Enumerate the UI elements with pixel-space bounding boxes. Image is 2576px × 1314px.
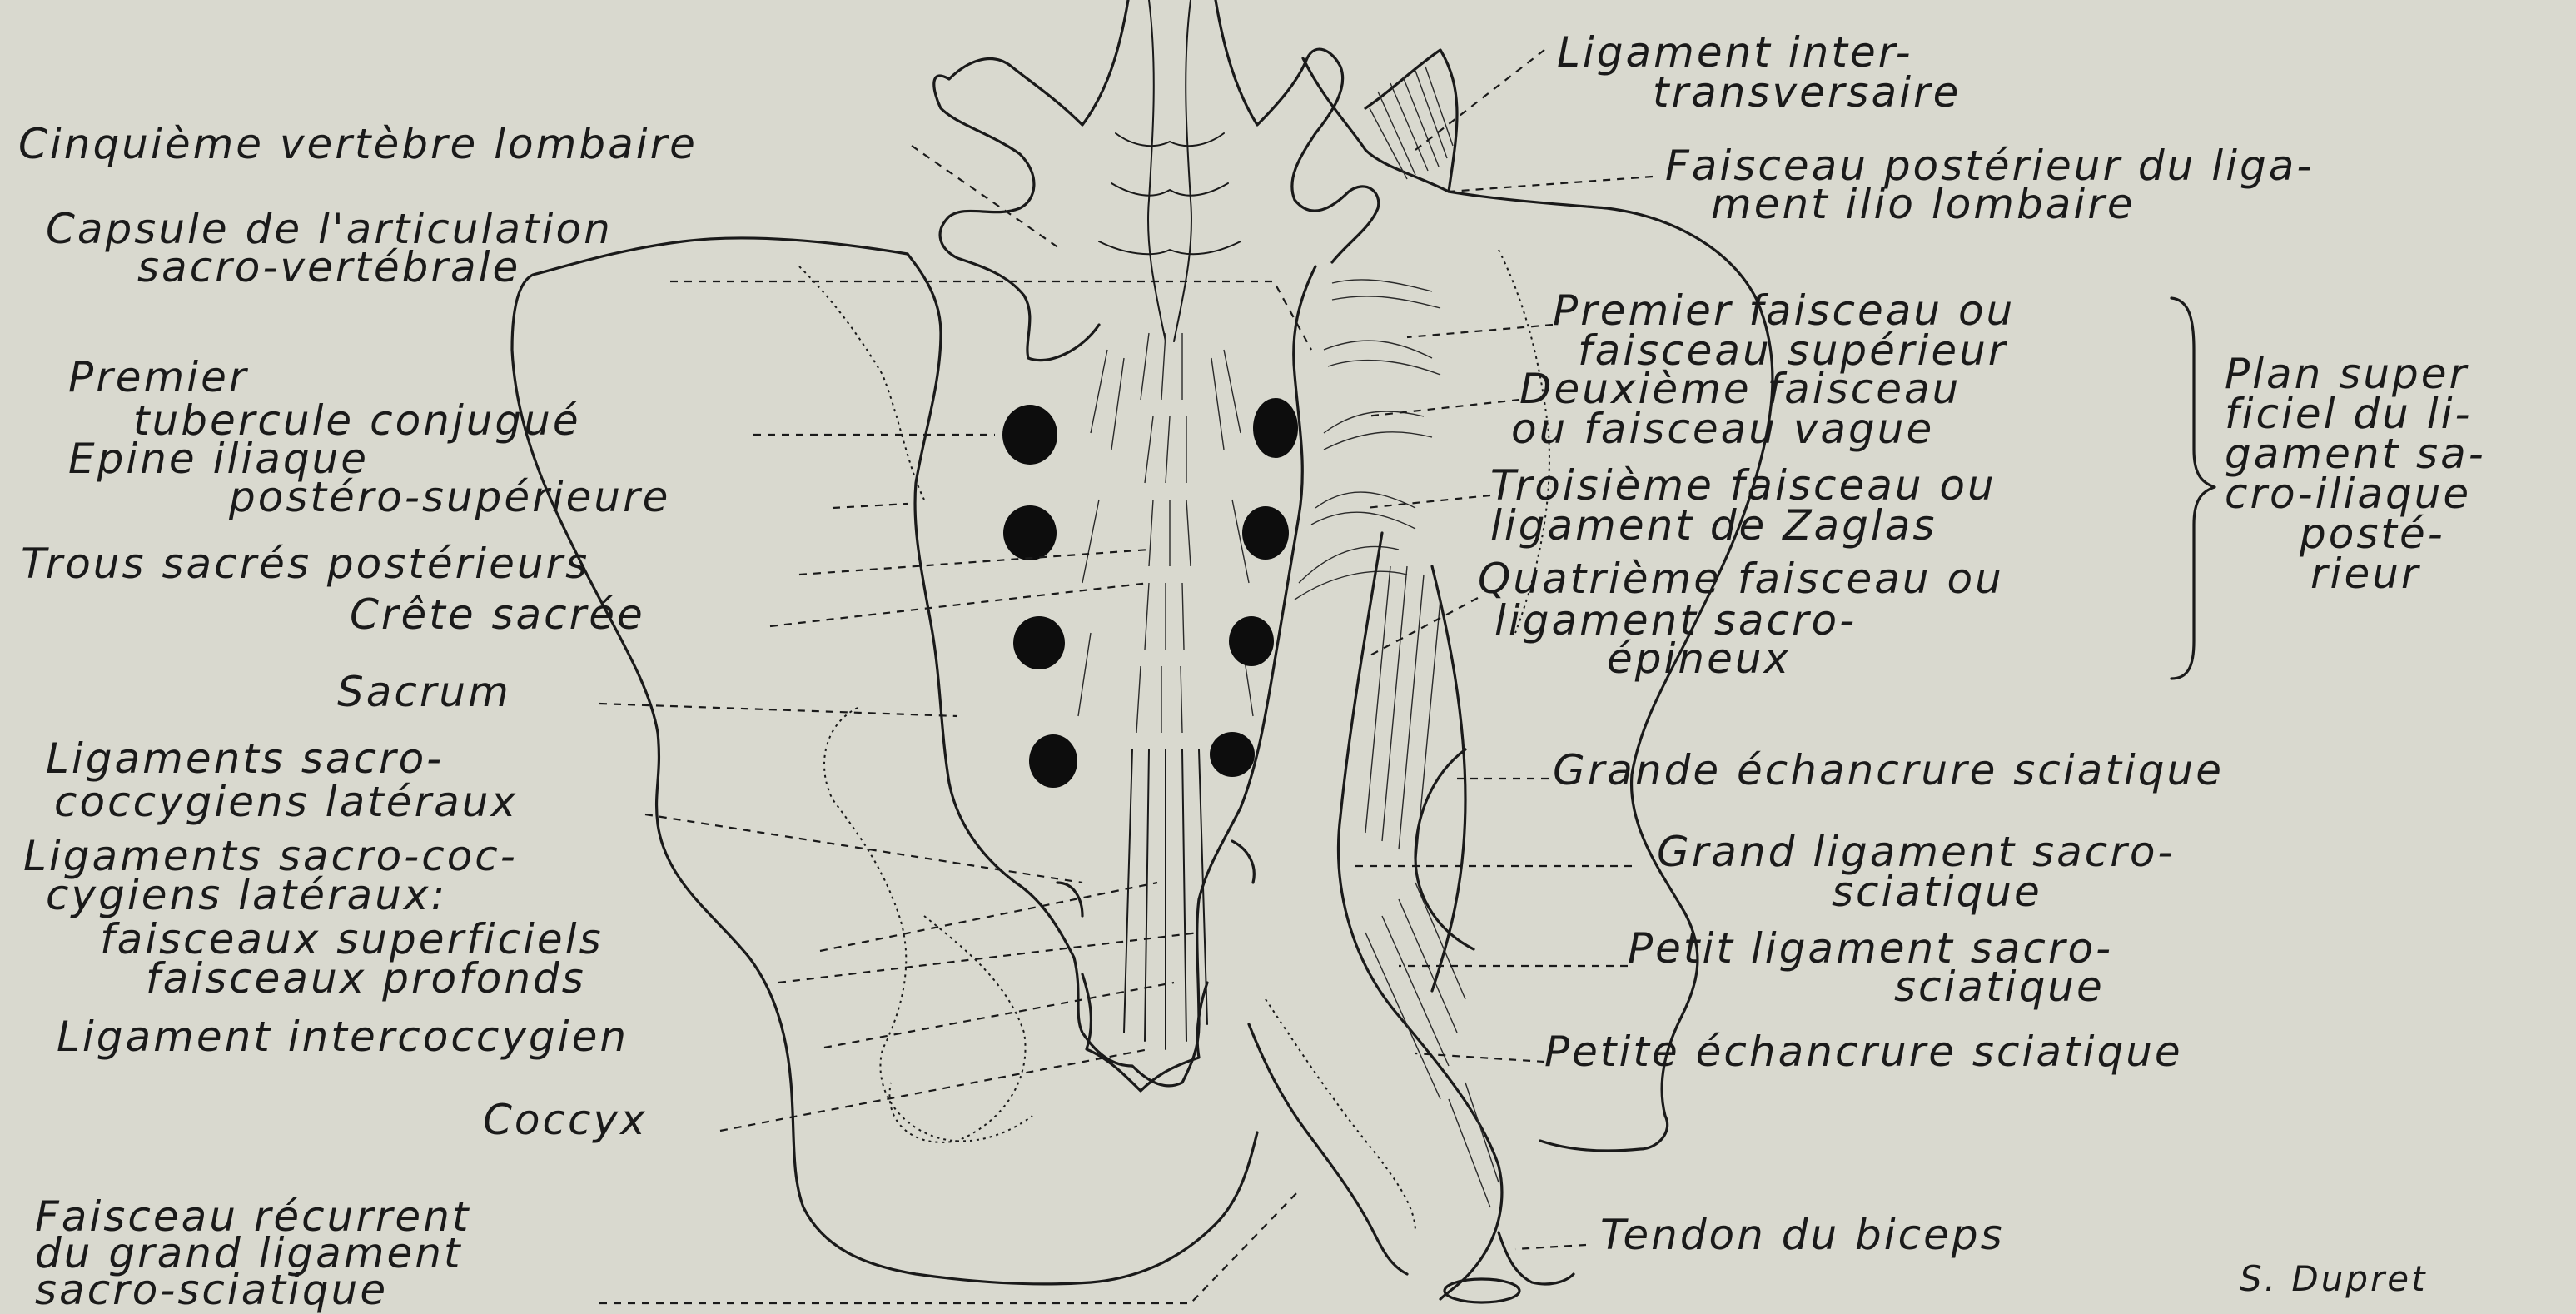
label-lig-sacro-cocc-lat-line1: Ligaments sacro-	[46, 734, 444, 783]
fifth-lumbar-vertebra	[934, 0, 1379, 361]
label-tendon-biceps: Tendon du biceps	[1600, 1211, 2005, 1259]
label-petit-ligament-line2: sciatique	[1894, 963, 2105, 1011]
label-troisieme-faisceau-line2: ligament de Zaglas	[1490, 501, 1937, 550]
label-grand-ligament-line2: sciatique	[1832, 868, 2042, 916]
great-sacrosciatic-ligament	[1339, 533, 1574, 1302]
plan-superficiel-bracket	[2171, 298, 2215, 679]
label-lig-intercoccygien: Ligament intercoccygien	[57, 1013, 629, 1061]
label-crete-sacree: Crête sacrée	[350, 590, 645, 639]
label-lig-sacro-cocc-lat-line2: coccygiens latéraux	[54, 778, 518, 826]
sacrum-bone	[908, 254, 1315, 1086]
label-faisceau-post-line2: ment ilio lombaire	[1711, 180, 2136, 228]
label-lig-cocc-faisc-line4: faisceaux profonds	[146, 954, 586, 1003]
right-labels: Ligament inter- transversaire Faisceau p…	[1478, 28, 2486, 1299]
label-cinquieme-vertebre: Cinquième vertèbre lombaire	[18, 120, 698, 168]
label-sacrum: Sacrum	[337, 668, 511, 716]
left-labels: Cinquième vertèbre lombaire Capsule de l…	[18, 120, 698, 1314]
label-petite-echancrure: Petite échancrure sciatique	[1544, 1028, 2183, 1076]
label-lig-cocc-faisc-line2: cygiens latéraux:	[46, 871, 447, 919]
label-coccyx: Coccyx	[483, 1096, 648, 1144]
label-quatrieme-faisceau-line3: épineux	[1607, 635, 1791, 683]
label-capsule-line2: sacro-vertébrale	[137, 243, 520, 291]
label-premier-tubercule-line1: Premier	[68, 353, 249, 401]
label-deuxieme-faisceau-line2: ou faisceau vague	[1511, 405, 1934, 453]
artist-signature: S. Dupret	[2240, 1258, 2428, 1299]
label-faisceau-recurrent-line3: sacro-sciatique	[35, 1266, 388, 1314]
label-trous-sacres: Trous sacrés postérieurs	[21, 540, 589, 588]
label-plan-sup-line6: rieur	[2310, 550, 2421, 598]
label-grande-echancrure: Grande échancrure sciatique	[1553, 746, 2224, 794]
label-lig-intertrans-line2: transversaire	[1653, 68, 1961, 117]
posterior-sacral-foramina	[1002, 398, 1298, 788]
ischium-contours	[889, 916, 1415, 1274]
sacroiliac-ligaments	[1295, 280, 1440, 600]
label-epine-iliaque-line2: postéro-supérieure	[228, 473, 670, 521]
